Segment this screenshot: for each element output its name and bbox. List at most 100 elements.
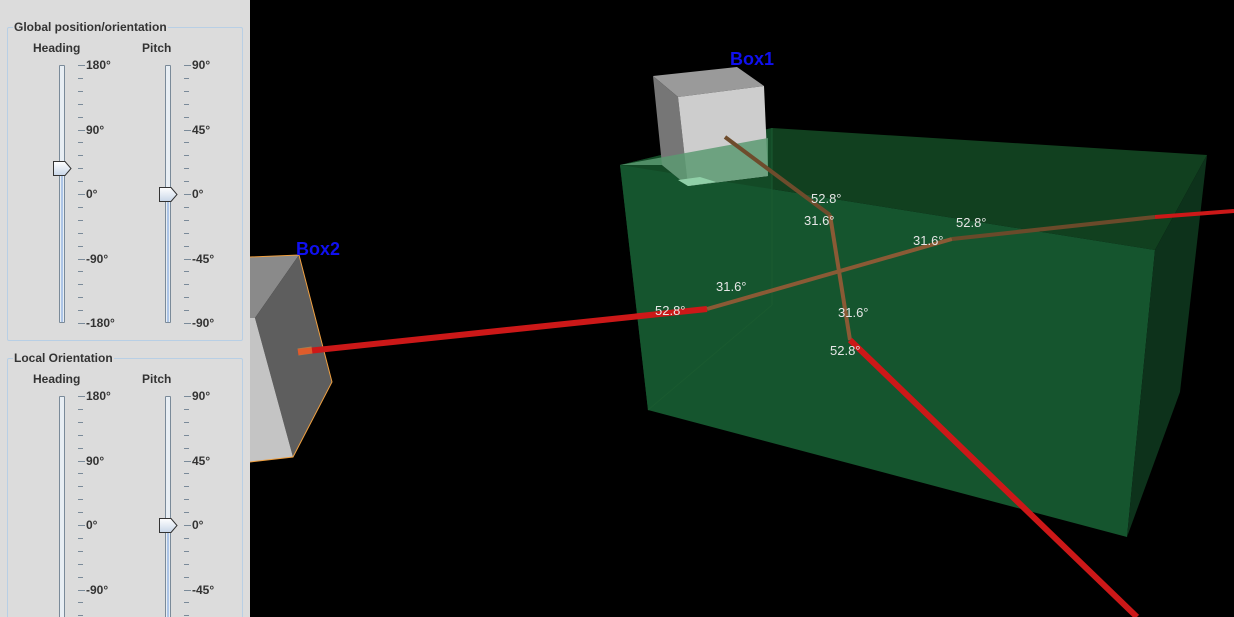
slider-tick [78, 258, 85, 260]
prism[interactable] [620, 128, 1207, 537]
rays [297, 135, 1234, 617]
slider-tick-label: 0° [192, 518, 204, 532]
slider-tick [78, 486, 83, 488]
ray-incoming [297, 306, 708, 355]
box2-selection-outline [250, 254, 333, 463]
box2-label: Box2 [296, 239, 341, 259]
slider-tick [78, 602, 83, 604]
slider-tick-label: 0° [86, 187, 98, 201]
slider-tick-label: -90° [86, 582, 109, 597]
prism-right-face [1127, 155, 1207, 537]
slider-tick [78, 77, 83, 79]
slider-tick-label: -90° [192, 316, 215, 330]
slider-tick [78, 550, 83, 552]
slider-tick [184, 284, 189, 286]
angle-label: 52.8° [655, 303, 686, 318]
slider-tick [78, 65, 85, 66]
slider-tick [78, 499, 83, 501]
box2-side [250, 318, 293, 462]
slider-tick [184, 219, 189, 221]
slider-tick [184, 602, 189, 604]
slider-tick [78, 206, 83, 208]
slider-tick [78, 323, 85, 324]
slider-tick-label: -90° [86, 251, 109, 266]
slider-thumb[interactable] [159, 518, 178, 533]
slider-tick [184, 77, 189, 79]
local-pitch-slider[interactable]: 90°45°0°-45°-90° [159, 390, 250, 617]
slider-tick [78, 512, 83, 514]
slider-tick [184, 206, 189, 208]
ray-refracted-4 [828, 214, 852, 341]
angle-label: 31.6° [804, 213, 835, 228]
slider-tick [78, 194, 85, 195]
slider-tick [184, 537, 189, 539]
box1[interactable] [620, 67, 768, 186]
slider-tick [184, 258, 191, 260]
local-orientation-group: Local Orientation Heading Pitch 180°90°0… [7, 351, 243, 617]
slider-tick-label: 180° [86, 58, 111, 72]
box2[interactable] [250, 254, 333, 463]
ray-refracted-2 [951, 215, 1156, 241]
slider-tick [184, 90, 189, 92]
slider-tick [184, 245, 189, 247]
angle-label: 52.8° [830, 343, 861, 358]
slider-tick [184, 421, 189, 423]
slider-tick [184, 447, 189, 449]
ray-exit-bottom [847, 337, 1140, 617]
slider-tick [78, 396, 85, 397]
box1-label: Box1 [730, 49, 775, 69]
slider-tick [184, 563, 189, 565]
angle-label: 31.6° [716, 279, 747, 294]
slider-tick [184, 396, 191, 397]
slider-tick [78, 297, 83, 299]
slider-tick [184, 576, 189, 578]
slider-tick [78, 90, 83, 92]
scene-canvas[interactable] [250, 0, 1234, 617]
slider-tick [78, 460, 85, 462]
slider-tick [78, 576, 83, 578]
pitch-label: Pitch [142, 372, 172, 386]
slider-thumb[interactable] [159, 187, 178, 202]
slider-tick [184, 408, 189, 410]
slider-tick-label: 0° [192, 187, 204, 201]
angle-label: 31.6° [838, 305, 869, 320]
slider-tick [78, 525, 85, 526]
slider-tick [78, 589, 85, 591]
slider-tick [184, 103, 189, 105]
slider-tick [78, 142, 83, 144]
ray-refracted-1 [706, 237, 953, 311]
global-orientation-group: Global position/orientation Heading Pitc… [7, 20, 243, 341]
pitch-label: Pitch [142, 41, 172, 55]
prism-front-face [620, 165, 1155, 537]
slider-track[interactable] [165, 396, 171, 617]
global-pitch-slider[interactable]: 90°45°0°-45°-90° [159, 59, 250, 329]
slider-track[interactable] [59, 396, 65, 617]
slider-tick [184, 232, 189, 234]
angle-label: 31.6° [913, 233, 944, 248]
3d-viewport[interactable]: Box1 Box2 52.8° 31.6° 52.8° 31.6° 31.6° 52.8°… [250, 0, 1234, 617]
slider-tick [184, 615, 189, 617]
slider-tick [78, 181, 83, 183]
slider-tick-label: 45° [192, 453, 211, 468]
heading-label: Heading [33, 372, 81, 386]
slider-tick [78, 245, 83, 247]
global-heading-slider[interactable]: 180°90°0°-90°-180° [53, 59, 179, 329]
angle-label: 52.8° [956, 215, 987, 230]
slider-tick [78, 284, 83, 286]
slider-tick-label: 90° [86, 453, 105, 468]
slider-tick [78, 473, 83, 475]
slider-tick [78, 116, 83, 118]
slider-thumb[interactable] [53, 161, 72, 177]
slider-tick [184, 473, 189, 475]
slider-tick [78, 155, 83, 157]
slider-tick-label: 90° [192, 389, 211, 403]
slider-tick [184, 271, 189, 273]
ray-refracted-3 [723, 135, 832, 217]
local-heading-slider[interactable]: 180°90°0°-90°-180° [59, 390, 179, 617]
slider-tick [184, 116, 189, 118]
slider-tick [78, 421, 83, 423]
slider-tick [78, 129, 85, 131]
slider-track[interactable] [59, 65, 65, 323]
slider-tick [184, 168, 189, 170]
slider-tick [184, 297, 189, 299]
